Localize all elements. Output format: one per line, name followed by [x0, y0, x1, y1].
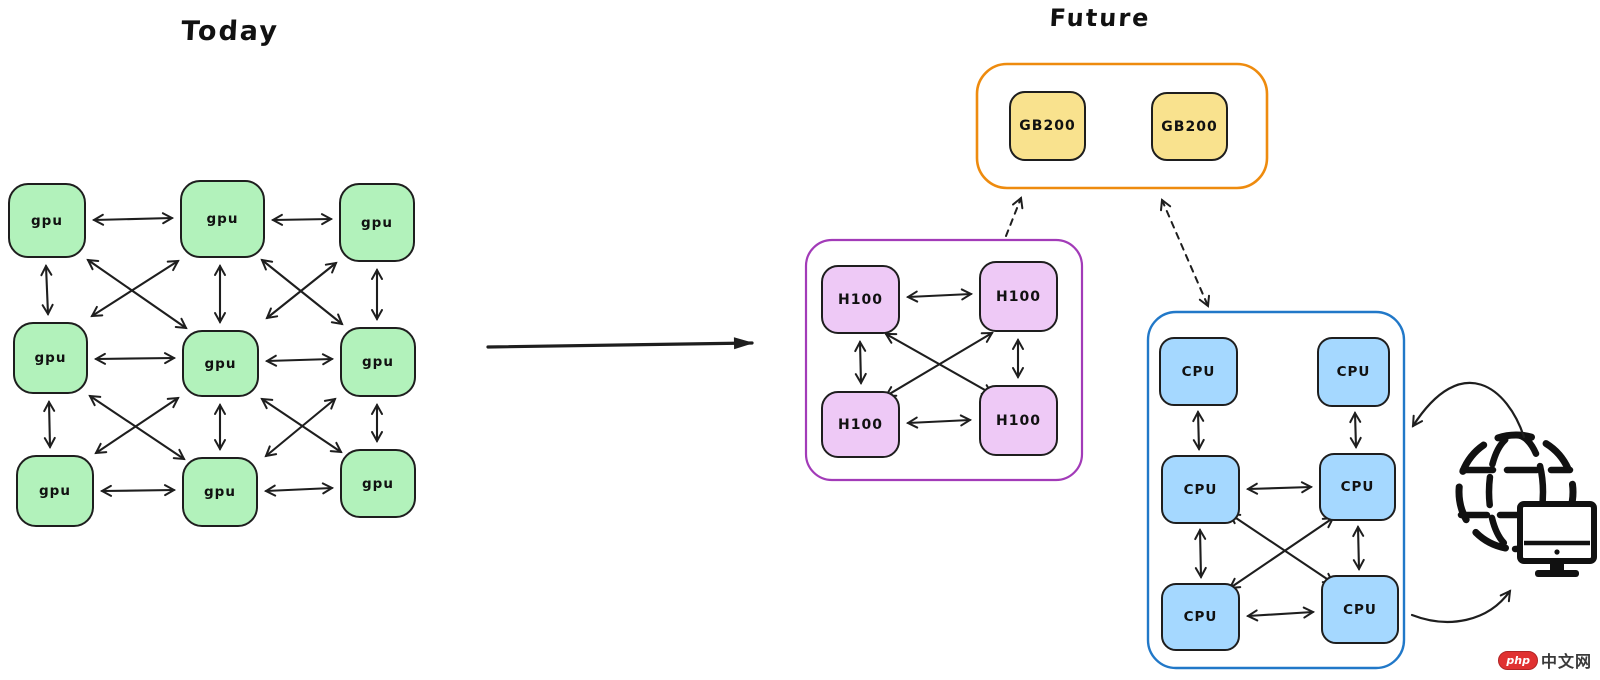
cpu-container [1146, 310, 1406, 670]
h100-node-3: H100 [821, 391, 900, 458]
gpu-node-2: gpu [180, 180, 265, 258]
h100-container [804, 238, 1084, 482]
watermark-site-text: 中文网 [1540, 652, 1592, 671]
cpu-node-4: CPU [1319, 453, 1396, 521]
gpu-node-3: gpu [339, 183, 415, 262]
php-cn-watermark: php 中文网 [1498, 648, 1592, 672]
today-title: Today [180, 16, 280, 47]
today-to-future-arrow [486, 337, 754, 350]
cpu-node-3: CPU [1161, 455, 1240, 524]
gpu-node-4: gpu [13, 322, 88, 394]
h100-node-2: H100 [979, 261, 1058, 332]
h100-node-4: H100 [979, 385, 1058, 456]
cpu-node-6: CPU [1321, 575, 1399, 644]
cpu-node-2: CPU [1317, 337, 1390, 407]
today-mesh-arrows [40, 212, 383, 497]
gpu-node-8: gpu [182, 457, 258, 527]
gb200-node-2: GB200 [1151, 92, 1228, 161]
gpu-node-5: gpu [182, 330, 259, 397]
gpu-node-9: gpu [340, 449, 416, 518]
curved-arrow-globe-to-cpu [1411, 381, 1526, 439]
gb200-node-1: GB200 [1009, 91, 1086, 161]
curved-arrow-cpu-to-monitor [1410, 589, 1512, 623]
cpu-mesh-arrows [1192, 409, 1365, 622]
globe-icon [1455, 431, 1577, 553]
computer-monitor-icon [1517, 501, 1597, 577]
future-title: Future [1048, 4, 1152, 32]
dashed-link-gb200-to-cpu [1159, 198, 1211, 308]
cpu-node-1: CPU [1159, 337, 1238, 406]
gpu-node-7: gpu [16, 455, 94, 527]
php-logo-badge: php [1498, 650, 1538, 670]
cpu-node-5: CPU [1161, 583, 1240, 651]
gb200-container [975, 62, 1269, 190]
gpu-node-6: gpu [340, 327, 416, 397]
h100-node-1: H100 [821, 265, 900, 334]
gpu-node-1: gpu [8, 183, 86, 258]
h100-mesh-arrows [854, 288, 1024, 429]
dashed-link-h100-to-gb200 [1005, 196, 1024, 237]
